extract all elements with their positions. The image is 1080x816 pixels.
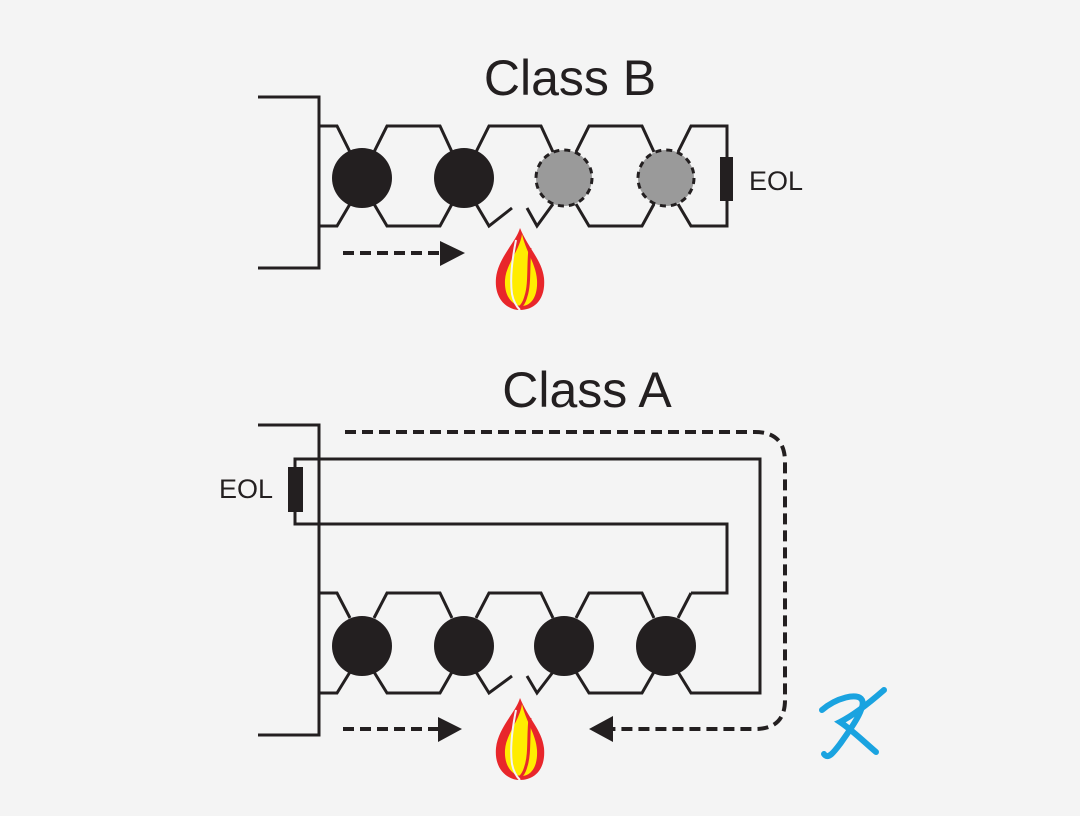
class-b-wire-bottom-seg (676, 200, 729, 228)
class-a-detector-1 (332, 616, 392, 676)
class-a-return-wire-inner (293, 512, 729, 595)
class-a-return-arrow-line (345, 430, 787, 731)
class-a-detector-3 (534, 616, 594, 676)
class-a-diagram: Class A EOL (219, 362, 787, 782)
class-b-eol-label: EOL (749, 166, 803, 196)
class-b-wire-bottom-seg (574, 203, 656, 228)
class-a-detector-2 (434, 616, 494, 676)
class-b-panel-bracket (258, 95, 321, 270)
k-logo-icon (819, 687, 887, 759)
class-a-wire-break-right (525, 671, 555, 696)
class-b-detector-1 (332, 148, 392, 208)
class-b-wire-top-seg (574, 124, 656, 153)
class-b-eol-resistor (720, 157, 733, 201)
class-a-eol-resistor (288, 467, 303, 512)
class-b-detector-2 (434, 148, 494, 208)
fire-icon (494, 226, 546, 312)
class-b-wire-break-left (474, 203, 513, 229)
class-b-signal-arrowhead (440, 241, 465, 266)
class-a-wire-top-seg (574, 591, 656, 619)
class-b-wire-top-seg (319, 124, 352, 153)
class-a-title: Class A (502, 362, 672, 418)
class-a-wire-top-seg (319, 591, 352, 619)
class-b-wire-bottom-seg (372, 203, 454, 228)
class-a-wire-bottom-seg (372, 671, 454, 695)
class-a-detector-4 (636, 616, 696, 676)
class-a-forward-arrowhead (438, 717, 462, 742)
class-a-eol-label: EOL (219, 474, 273, 504)
class-b-diagram: Class B EOL (258, 50, 803, 312)
class-b-wire-top-seg (372, 124, 454, 153)
class-b-title: Class B (484, 50, 656, 106)
class-a-return-arrowhead (589, 716, 613, 742)
class-a-wire-top-seg (676, 592, 693, 619)
class-b-wire-top-seg (676, 124, 729, 157)
class-a-wire-bottom-seg (574, 671, 656, 695)
class-a-return-wire-outer (293, 457, 762, 695)
class-b-wire-break-right (525, 203, 555, 229)
fire-icon (494, 696, 546, 782)
class-a-wire-break-left (474, 671, 513, 696)
class-b-detector-4-inactive (636, 148, 696, 208)
class-b-wire-bottom-seg (319, 203, 352, 228)
class-a-wire-bottom-seg (676, 671, 727, 695)
class-a-wire-top-seg (474, 591, 555, 619)
class-b-wire-top-seg (474, 124, 555, 153)
class-b-detector-3-inactive (534, 148, 594, 208)
class-a-wire-bottom-seg (319, 671, 352, 695)
class-a-panel-bracket (258, 423, 321, 737)
class-a-wire-top-seg (372, 591, 454, 619)
